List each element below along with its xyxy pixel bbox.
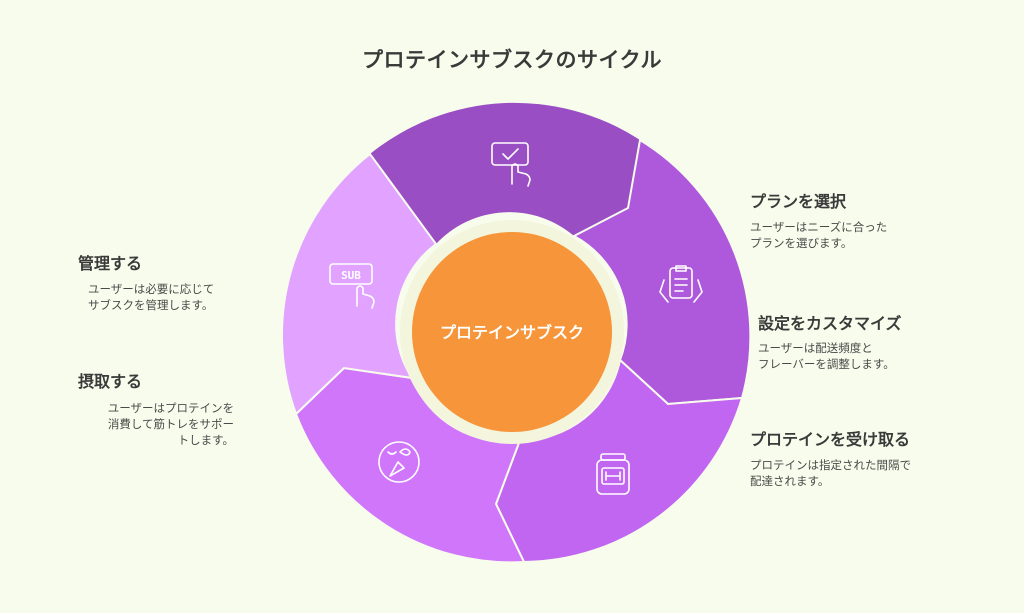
segment-customize[interactable] [494,358,744,564]
hub-circle[interactable] [412,232,612,432]
step-consume-title: 摂取する [78,372,143,391]
checkbox-click-icon [491,142,531,187]
svg-text:SUB: SUB [341,269,361,282]
nutrition-icon [378,441,420,483]
step-manage-title: 管理する [78,254,143,273]
step-receive-desc: プロテインは指定された間隔で 配達されます。 [750,458,911,488]
hub-label: プロテインサブスク [440,323,584,342]
subscribe-button-icon: SUB [329,263,375,309]
step-manage-desc: ユーザーは必要に応じて サブスクを管理します。 [88,282,215,312]
step-receive-title: プロテインを受け取る [750,430,911,449]
step-consume-desc: ユーザーはプロテインを 消費して筋トレをサポー トします。 [107,401,234,447]
step-customize-desc: ユーザーは配送頻度と フレーバーを調整します。 [758,341,895,371]
step-choose-plan-title: プランを選択 [750,192,847,211]
segment-top [370,102,640,245]
clipboard-hands-icon [659,265,703,303]
protein-jar-icon [596,453,630,495]
step-customize-title: 設定をカスタマイズ [758,314,902,333]
page-title: プロテインサブスクのサイクル [362,48,662,72]
step-choose-plan-desc: ユーザーはニーズに合った プランを選びます。 [750,220,888,250]
